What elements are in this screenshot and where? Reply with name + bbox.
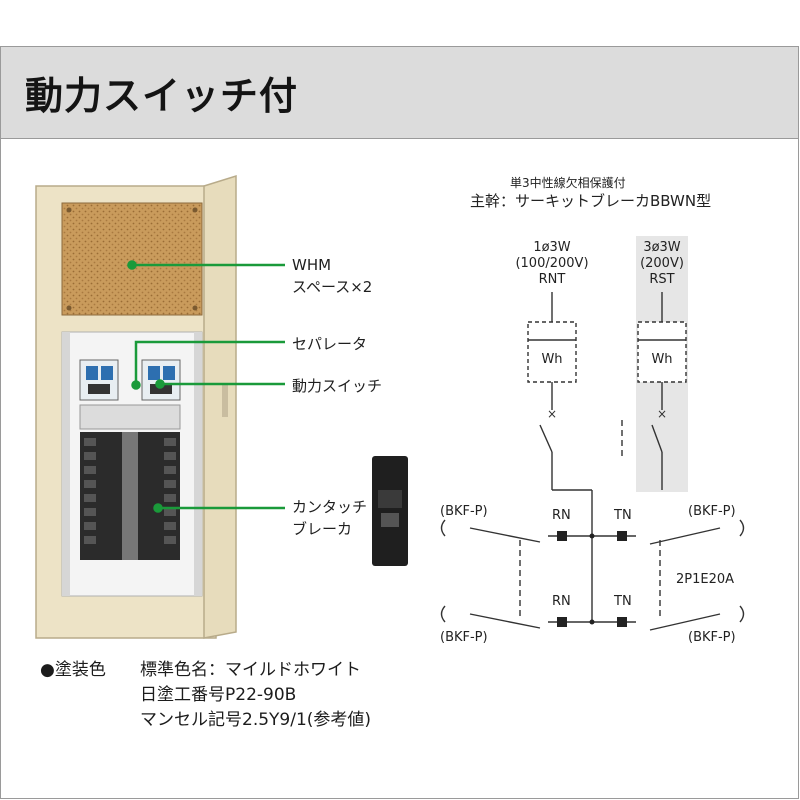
wiring-diagram: × × [440, 236, 745, 631]
paint-munsell: マンセル記号2.5Y9/1(参考値) [140, 710, 372, 730]
callout-whm: WHM [292, 256, 332, 274]
callout-power-switch: 動力スイッチ [292, 377, 383, 395]
branch-top-left: (BKF-P) [440, 504, 488, 519]
wh-label-right: Wh [651, 352, 673, 367]
callout-whm-space: スペース×2 [292, 278, 373, 296]
left-supply-phase: RNT [538, 272, 566, 287]
svg-text:×: × [547, 407, 557, 421]
right-supply-voltage: (200V) [640, 256, 684, 271]
terminal-tn-top: TN [614, 508, 632, 523]
branch-top-right: (BKF-P) [688, 504, 736, 519]
door-handle [222, 385, 228, 417]
right-supply-phase: RST [649, 272, 675, 287]
distribution-cabinet [35, 174, 237, 639]
paint-bullet-label: ●塗装色 [40, 660, 106, 680]
branch-bottom-right: (BKF-P) [688, 630, 736, 645]
terminal-rn-top: RN [552, 508, 571, 523]
branch-breaker-bank [80, 432, 180, 560]
title-bar: 動力スイッチ付 [1, 47, 798, 139]
callout-lines [127, 260, 285, 513]
diagram-note: 単3中性線欠相保護付 [510, 176, 626, 190]
svg-text:×: × [657, 407, 667, 421]
right-supply-type: 3ø3W [643, 240, 681, 255]
page-title: 動力スイッチ付 [25, 74, 299, 118]
paint-standard-color: 標準色名：マイルドホワイト [140, 660, 361, 680]
left-supply-voltage: (100/200V) [515, 256, 589, 271]
wh-label-left: Wh [541, 352, 563, 367]
terminal-rn-bottom: RN [552, 594, 571, 609]
callout-breaker-2: ブレーカ [292, 520, 353, 538]
whm-space-board [61, 202, 203, 316]
main-breaker-label: 主幹：サーキットブレーカBBWN型 [470, 192, 712, 210]
standalone-breaker [372, 456, 408, 566]
callout-breaker-1: カンタッチ [292, 498, 368, 516]
cabinet-door [203, 174, 237, 639]
callout-separator: セパレータ [292, 335, 368, 353]
terminal-tn-bottom: TN [614, 594, 632, 609]
power-switch-left [79, 359, 119, 401]
breaker-rating: 2P1E20A [676, 572, 735, 587]
paint-jpma-number: 日塗工番号P22-90B [140, 685, 297, 705]
wh-meter-right [637, 321, 687, 383]
left-supply-type: 1ø3W [533, 240, 571, 255]
wh-meter-left [527, 321, 577, 383]
branch-bottom-left: (BKF-P) [440, 630, 488, 645]
